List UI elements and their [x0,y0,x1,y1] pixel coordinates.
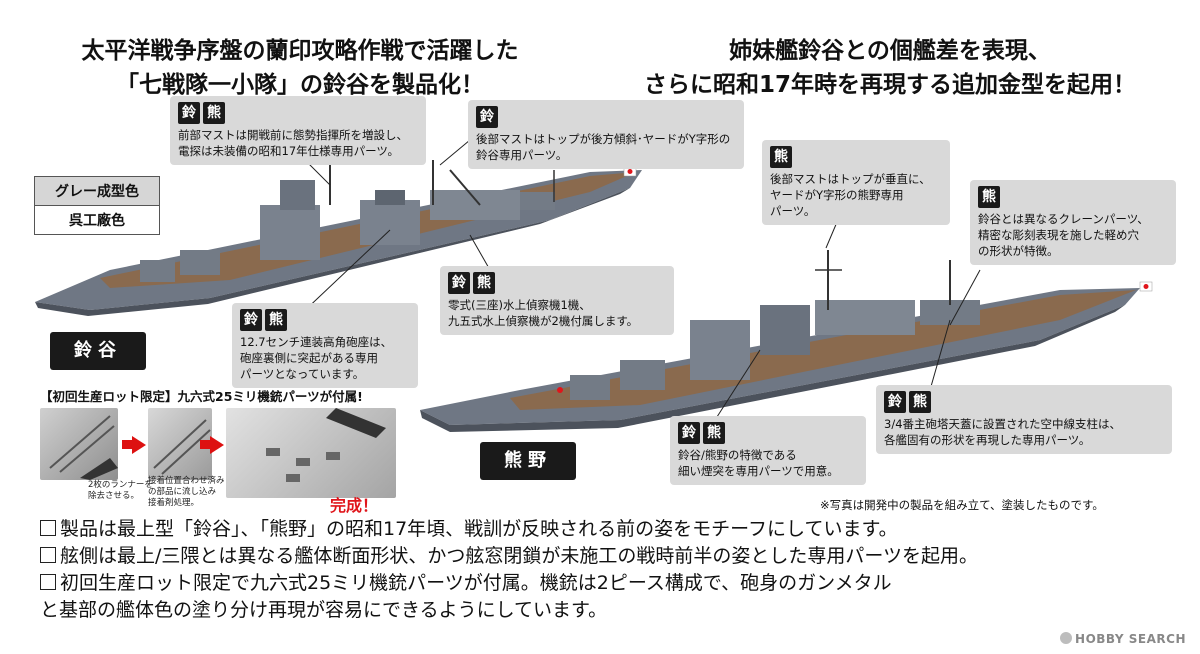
molding-color-label: グレー成型色 [35,177,159,206]
ship-name-suzuya: 鈴谷 [50,332,146,370]
lot-notice-text: 九六式25ミリ機銃パーツが付属! [177,389,363,404]
lot-notice: 【初回生産ロット限定】九六式25ミリ機銃パーツが付属! [40,386,363,405]
callout-text: 鈴谷/熊野の特徴である 細い煙突を専用パーツで用意。 [678,448,839,478]
headline-left-line2: 「七戦隊一小隊」の鈴谷を製品化！ [116,72,484,98]
bullet-1-text: 製品は最上型「鈴谷」、「熊野」の昭和17年頃、戦訓が反映される前の姿をモチーフに… [60,518,898,540]
tag-kumano: 熊 [473,272,495,294]
tag-kumano: 熊 [909,391,931,413]
bullet-3-text: 初回生産ロット限定で九六式25ミリ機銃パーツが付属。機銃は2ピース構成で、砲身の… [60,572,892,594]
tag-kumano: 熊 [203,102,225,124]
tag-suzuya: 鈴 [240,309,262,331]
callout-text: 前部マストは開戦前に態勢指揮所を増設し、 電探は未装備の昭和17年仕様専用パーツ… [178,128,408,158]
callout-text: 3/4番主砲塔天蓋に設置された空中線支柱は、 各艦固有の形状を再現した専用パーツ… [884,417,1122,447]
callout-fore-mast: 鈴熊 前部マストは開戦前に態勢指揮所を増設し、 電探は未装備の昭和17年仕様専用… [170,96,426,165]
caption-done: 完成！ [330,496,379,515]
callout-funnel: 鈴熊 鈴谷/熊野の特徴である 細い煙突を専用パーツで用意。 [670,416,866,485]
arrow-step2 [200,440,210,449]
callout-aa-gun: 鈴熊 12.7センチ連装高角砲座は、 砲座裏側に突起がある専用 パーツとなってい… [232,303,418,388]
bullet-2-text: 舷側は最上/三隈とは異なる艦体断面形状、かつ舷窓閉鎖が未施工の戦時前半の姿とした… [60,545,979,567]
tag-kumano: 熊 [770,146,792,168]
tag-kumano: 熊 [265,309,287,331]
kumano-ship-image [420,250,1153,432]
hobby-search-logo-text: HOBBY SEARCH [1075,632,1186,646]
tag-suzuya: 鈴 [448,272,470,294]
checkbox-icon [40,574,56,590]
bullet-3-continued: と基部の艦体色の塗り分け再現が容易にできるようにしています。 [40,598,607,623]
caption-step2: 接着位置合わせ済み の部品に流し込み 接着剤処理。 [148,476,225,508]
callout-text: 12.7センチ連装高角砲座は、 砲座裏側に突起がある専用 パーツとなっています。 [240,335,393,381]
callout-aft-mast-suzuya: 鈴 後部マストはトップが後方傾斜･ヤードがY字形の 鈴谷専用パーツ。 [468,100,744,169]
molding-color-box: グレー成型色 呉工廠色 [34,176,160,235]
tag-suzuya: 鈴 [476,106,498,128]
checkbox-icon [40,520,56,536]
ship-name-kumano: 熊野 [480,442,576,480]
tag-kumano: 熊 [978,186,1000,208]
bullet-3-continued-text: と基部の艦体色の塗り分け再現が容易にできるようにしています。 [40,599,608,621]
tag-suzuya: 鈴 [678,422,700,444]
headline-left: 太平洋戦争序盤の蘭印攻略作戦で活躍した 「七戦隊一小隊」の鈴谷を製品化！ [40,34,560,102]
callout-seaplanes: 鈴熊 零式(三座)水上偵察機1機、 九五式水上偵察機が2機付属します。 [440,266,674,335]
callout-text: 後部マストはトップが後方傾斜･ヤードがY字形の 鈴谷専用パーツ。 [476,132,731,162]
headline-right-line1: 姉妹艦鈴谷との個艦差を表現、 [729,38,1051,64]
photo-complete [226,408,396,498]
caption-step1: 2枚のランナーを 除去させる。 [88,480,153,501]
callout-crane-kumano: 熊 鈴谷とは異なるクレーンパーツ、 精密な彫刻表現を施した軽め穴 の形状が特徴。 [970,180,1176,265]
tag-suzuya: 鈴 [178,102,200,124]
bullet-2: 舷側は最上/三隈とは異なる艦体断面形状、かつ舷窓閉鎖が未施工の戦時前半の姿とした… [40,544,978,569]
hobby-search-logo-icon [1060,632,1073,644]
tag-kumano: 熊 [703,422,725,444]
photo-note: ※写真は開発中の製品を組み立て、塗装したものです。 [820,498,1104,512]
callout-aft-mast-kumano: 熊 後部マストはトップが垂直に、 ヤードがY字形の熊野専用 パーツ。 [762,140,950,225]
checkbox-icon [40,547,56,563]
headline-right-line2: さらに昭和17年時を再現する追加金型を起用！ [643,72,1136,98]
kure-color-label: 呉工廠色 [69,213,125,229]
callout-text: 零式(三座)水上偵察機1機、 九五式水上偵察機が2機付属します。 [448,298,639,328]
suzuya-ship-image [35,130,642,316]
callout-text: 鈴谷とは異なるクレーンパーツ、 精密な彫刻表現を施した軽め穴 の形状が特徴。 [978,212,1149,258]
callout-antenna: 鈴熊 3/4番主砲塔天蓋に設置された空中線支柱は、 各艦固有の形状を再現した専用… [876,385,1172,454]
lot-notice-bracket: 【初回生産ロット限定】 [40,389,178,404]
headline-left-line1: 太平洋戦争序盤の蘭印攻略作戦で活躍した [81,38,519,64]
bullet-1: 製品は最上型「鈴谷」、「熊野」の昭和17年頃、戦訓が反映される前の姿をモチーフに… [40,517,898,542]
callout-text: 後部マストはトップが垂直に、 ヤードがY字形の熊野専用 パーツ。 [770,172,931,218]
photo-step1 [40,408,118,480]
arrow-step1-head [132,436,146,454]
hobby-search-logo: HOBBY SEARCH [1060,632,1186,646]
arrow-step2-head [210,436,224,454]
tag-suzuya: 鈴 [884,391,906,413]
bullet-3: 初回生産ロット限定で九六式25ミリ機銃パーツが付属。機銃は2ピース構成で、砲身の… [40,571,892,596]
arrow-step1 [122,440,132,449]
headline-right: 姉妹艦鈴谷との個艦差を表現、 さらに昭和17年時を再現する追加金型を起用！ [600,34,1180,102]
